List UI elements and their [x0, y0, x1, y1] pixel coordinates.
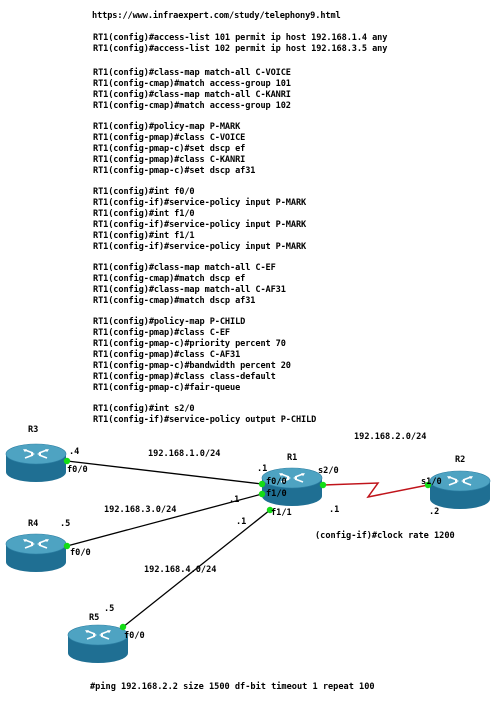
port-r1-f11 [266, 506, 274, 514]
interface-r4-f00: f0/0 [70, 548, 91, 558]
config-line: RT1(config-pmap-c)#set dscp ef [93, 144, 246, 154]
port-r1-f00 [258, 480, 266, 488]
port-r1-f10 [258, 490, 266, 498]
host-id-r5: .5 [104, 604, 115, 614]
router-r5-label: R5 [89, 613, 100, 623]
host-id-r1-f00: .1 [257, 464, 268, 474]
host-id-r1-f10: .1 [229, 495, 240, 505]
port-dots [63, 457, 432, 631]
config-line: RT1(config)#int f0/0 [93, 187, 195, 197]
config-line: RT1(config-pmap)#class C-KANRI [93, 155, 246, 165]
config-line: RT1(config-cmap)#match access-group 102 [93, 101, 291, 111]
config-line: RT1(config)#access-list 102 permit ip ho… [93, 44, 388, 54]
router-r2-label: R2 [455, 455, 466, 465]
serial-link-r1-r2 [322, 482, 429, 499]
config-line: RT1(config-pmap-c)#bandwidth percent 20 [93, 361, 291, 371]
config-line: RT1(config-pmap)#class class-default [93, 372, 276, 382]
config-line: RT1(config)#class-map match-all C-AF31 [93, 285, 286, 295]
config-line: RT1(config)#policy-map P-MARK [93, 122, 241, 132]
link-r5-r1 [122, 509, 271, 628]
clock-rate-command: (config-if)#clock rate 1200 [315, 531, 455, 541]
link-r3-r1 [66, 460, 263, 485]
interface-r5-f00: f0/0 [124, 631, 145, 641]
config-line: RT1(config-pmap-c)#set dscp af31 [93, 166, 256, 176]
config-line: RT1(config-if)#service-policy input P-MA… [93, 220, 307, 230]
config-line: RT1(config-pmap)#class C-VOICE [93, 133, 246, 143]
config-line: RT1(config-cmap)#match access-group 101 [93, 79, 291, 89]
config-line: RT1(config-cmap)#match dscp ef [93, 274, 246, 284]
host-id-r1-s20: .1 [329, 505, 340, 515]
router-r3-label: R3 [28, 425, 39, 435]
host-id-r4: .5 [60, 519, 71, 529]
config-line: RT1(config)#class-map match-all C-VOICE [93, 68, 291, 78]
config-line: RT1(config-if)#service-policy input P-MA… [93, 198, 307, 208]
interface-r2-s10: s1/0 [421, 477, 442, 487]
config-line: RT1(config)#class-map match-all C-EF [93, 263, 276, 273]
interface-r1-s20: s2/0 [318, 466, 339, 476]
interface-r1-f11: f1/1 [271, 508, 292, 518]
port-r1-s20 [319, 481, 327, 489]
interface-r3-f00: f0/0 [67, 465, 88, 475]
router-r5-icon [67, 624, 129, 664]
port-r4-f00 [63, 542, 71, 550]
link-r4-r1 [66, 493, 263, 547]
config-line: RT1(config)#policy-map P-CHILD [93, 317, 246, 327]
router-r1-label: R1 [287, 453, 298, 463]
host-id-r2: .2 [429, 507, 440, 517]
port-r3-f00 [63, 457, 71, 465]
config-line: RT1(config)#class-map match-all C-KANRI [93, 90, 291, 100]
network-label-r1-r3: 192.168.1.0/24 [148, 449, 221, 459]
interface-r1-f00: f0/0 [266, 477, 287, 487]
config-line: RT1(config-pmap)#class C-AF31 [93, 350, 241, 360]
config-line: RT1(config)#int s2/0 [93, 404, 195, 414]
config-line: RT1(config-pmap)#class C-EF [93, 328, 230, 338]
config-line: RT1(config-pmap-c)#fair-queue [93, 383, 241, 393]
port-r5-f00 [119, 623, 127, 631]
config-line: RT1(config-if)#service-policy output P-C… [93, 415, 317, 425]
port-r2-s10 [424, 481, 432, 489]
ping-command: #ping 192.168.2.2 size 1500 df-bit timeo… [90, 682, 375, 692]
config-line: RT1(config)#int f1/0 [93, 209, 195, 219]
router-r3-icon [5, 443, 67, 483]
network-label-r1-r5: 192.168.4.0/24 [144, 565, 217, 575]
router-r4-icon [5, 533, 67, 573]
config-line: RT1(config-pmap-c)#priority percent 70 [93, 339, 286, 349]
network-label-r1-r2: 192.168.2.0/24 [354, 432, 427, 442]
router-r4-label: R4 [28, 519, 39, 529]
config-line: RT1(config)#access-list 101 permit ip ho… [93, 33, 388, 43]
config-line: RT1(config)#int f1/1 [93, 231, 195, 241]
interface-r1-f10: f1/0 [266, 489, 287, 499]
config-line: RT1(config-if)#service-policy input P-MA… [93, 242, 307, 252]
host-id-r1-f11: .1 [236, 517, 247, 527]
config-line: RT1(config-cmap)#match dscp af31 [93, 296, 256, 306]
source-url: https://www.infraexpert.com/study/teleph… [92, 11, 341, 21]
router-r1-icon [261, 467, 323, 507]
network-label-r1-r4: 192.168.3.0/24 [104, 505, 177, 515]
host-id-r3: .4 [69, 447, 80, 457]
